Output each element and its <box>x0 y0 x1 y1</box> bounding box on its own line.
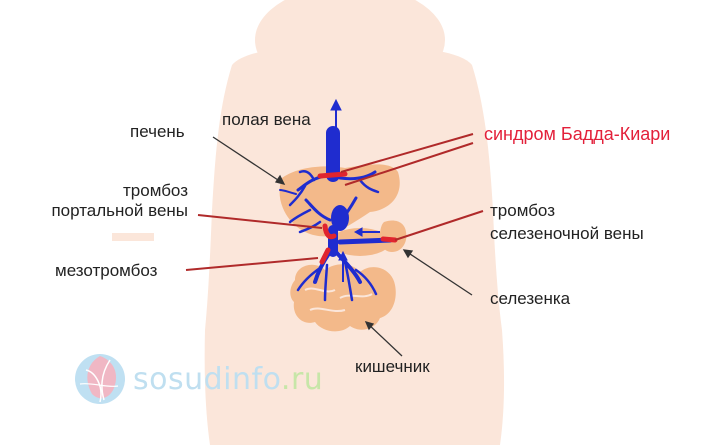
label-mesothrombosis: мезотромбоз <box>55 261 158 280</box>
hand-hint <box>112 233 154 241</box>
sosudinfo-logo-icon <box>75 354 125 404</box>
label-portal-thrombosis-1: тромбоз <box>123 181 188 200</box>
label-budd-chiari: синдром Бадда-Киари <box>484 124 671 144</box>
thrombus-markers <box>317 171 398 265</box>
portal-confluence <box>331 205 349 231</box>
label-splenic-thrombosis-2: селезеночной вены <box>490 224 644 243</box>
label-liver: печень <box>130 122 185 141</box>
pointer-lines-black <box>212 136 473 357</box>
label-intestine: кишечник <box>355 357 430 376</box>
watermark-text: sosudinfo.ru <box>133 362 323 397</box>
label-portal-thrombosis-2: портальной вены <box>51 201 188 220</box>
label-splenic-thrombosis-1: тромбоз <box>490 201 555 220</box>
label-vena-cava: полая вена <box>222 110 311 129</box>
pointer-lines-red <box>185 133 484 271</box>
watermark-main: sosudinfo <box>133 362 281 397</box>
watermark-domain: .ru <box>280 362 324 397</box>
label-spleen: селезенка <box>490 289 571 308</box>
flow-arrows <box>338 227 380 282</box>
intestine-folds <box>304 287 373 312</box>
up-arrow <box>330 98 342 133</box>
